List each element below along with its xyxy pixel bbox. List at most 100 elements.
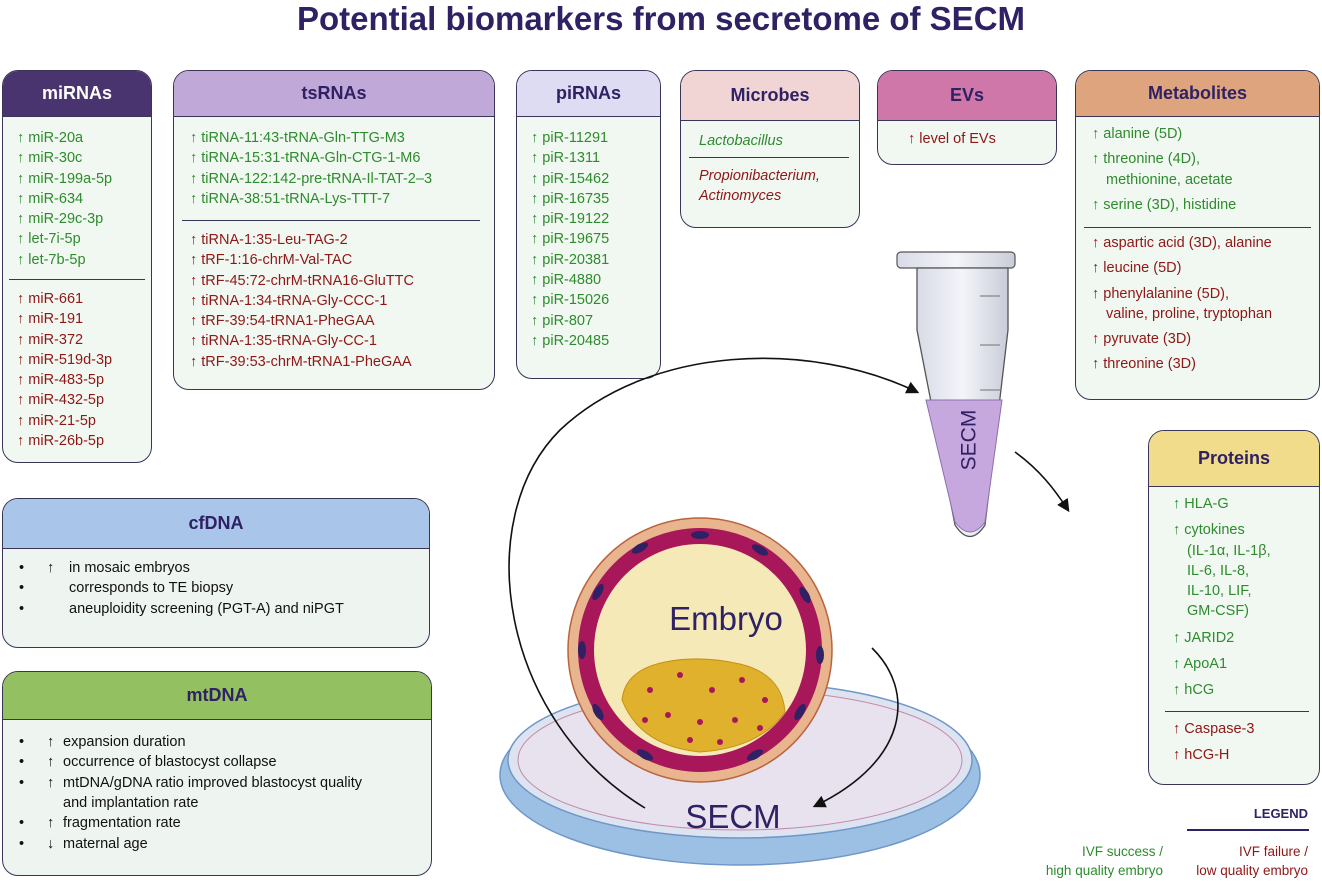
legend: LEGEND IVF success /high quality embryo … [1010, 800, 1320, 890]
microbes-success-list: Lactobacillus [699, 131, 859, 151]
bullet-dot: • [19, 580, 25, 597]
mtdna-item-text: expansion duration [63, 734, 186, 750]
mirnas-box: miRNAs ↑ miR-20a ↑ miR-30c ↑ miR-199a-5p ↑ … [2, 70, 152, 463]
bullet-dot: • [19, 734, 25, 750]
mirnas-success-list: ↑ miR-20a↑ miR-30c↑ miR-199a-5p↑ miR-634… [17, 128, 151, 270]
mirna-item: ↑ miR-372 [17, 331, 84, 348]
page-title: Potential biomarkers from secretome of S… [296, 0, 1026, 37]
mirna-item: ↑ miR-21-5p [17, 412, 96, 429]
mtdna-item: •↑expansion duration [3, 732, 431, 752]
trend-arrow: ↓ [47, 835, 55, 852]
cfdna-item: •↑in mosaic embryos [3, 558, 429, 578]
mtdna-item: •↑mtDNA/gDNA ratio improved blastocyst q… [3, 773, 431, 814]
protein-item: ↑ ApoA1 [1173, 654, 1319, 674]
embryo-label: Embryo [669, 600, 783, 637]
trend-arrow: ↑ [47, 560, 55, 576]
trend-arrow: ↑ [47, 815, 55, 832]
mirnas-divider [9, 279, 145, 281]
cfdna-box: cfDNA •↑in mosaic embryos•corresponds to… [2, 498, 430, 648]
protein-item: ↑ Caspase-3 [1173, 719, 1319, 739]
pirna-item: ↑ piR-11291 [531, 130, 609, 146]
mirna-item: ↑ miR-483-5p [17, 372, 105, 389]
protein-item: ↑ cytokines (IL-1α, IL-1β, IL-6, IL-8, IL-1… [1173, 520, 1319, 621]
metabolite-item-line: ↑ phenylalanine (5D), [1092, 285, 1230, 302]
metabolite-item-line: ↑ alanine (5D) [1092, 126, 1183, 142]
bullet-dot: • [19, 815, 25, 832]
mtdna-item: • ↓ maternal age [3, 834, 431, 854]
bullet-dot: • [19, 835, 25, 852]
tsrna-item: ↑ tiRNA-122:142-pre-tRNA-Il-TAT-2–3 [190, 170, 433, 187]
mirnas-failure-list: ↑ miR-661↑ miR-191↑ miR-372↑ miR-519d-3p… [17, 289, 151, 451]
metabolite-item-line: ↑ aspartic acid (3D), alanine [1092, 235, 1272, 251]
mirna-item: ↑ miR-199a-5p [17, 170, 113, 187]
dish-label: SECM [685, 798, 780, 835]
cfdna-item-text: corresponds to TE biopsy [69, 580, 234, 597]
protein-item: ↑ hCG-H [1173, 745, 1319, 765]
mtdna-item-text: fragmentation rate [63, 815, 181, 832]
protein-item-line: ↑ Caspase-3 [1173, 721, 1255, 737]
pirna-item: ↑ piR-4880 [531, 272, 602, 289]
tsrna-item: ↑ tiRNA-38:51-tRNA-Lys-TTT-7 [190, 190, 391, 207]
proteins-divider [1165, 711, 1309, 713]
mirna-item: ↑ let-7i-5p [17, 231, 81, 248]
tsrna-item: ↑ tiRNA-1:35-tRNA-Gly-CC-1 [190, 333, 377, 350]
evs-box: EVs ↑ level of EVs [877, 70, 1057, 165]
pirnas-box: piRNAs ↑ piR-11291↑ piR-1311↑ piR-15462↑… [516, 70, 661, 379]
legend-success-text: IVF success / [1081, 844, 1163, 859]
pirna-item: ↑ piR-20381 [531, 251, 610, 268]
protein-item-line: IL-10, LIF, [1187, 583, 1252, 600]
microbe-item: Lactobacillus [699, 133, 783, 149]
legend-success-text: high quality embryo [1045, 863, 1163, 878]
protein-item-line: (IL-1α, IL-1β, [1187, 542, 1271, 559]
bullet-dot: • [19, 600, 25, 617]
pirna-item: ↑ piR-15026 [531, 292, 610, 309]
tsrna-item: ↑ tRF-39:53-chrM-tRNA1-PheGAA [190, 353, 412, 370]
proteins-failure-list: ↑ Caspase-3 ↑ hCG-H [1173, 719, 1319, 772]
mirnas-header: miRNAs [3, 71, 151, 117]
metabolite-item-line: ↑ threonine (4D), [1092, 151, 1200, 168]
mtdna-item-text: maternal age [63, 835, 148, 852]
tsrna-item: ↑ tiRNA-15:31-tRNA-Gln-CTG-1-M6 [190, 150, 421, 167]
pirnas-header: piRNAs [517, 71, 660, 117]
legend-title: LEGEND [1253, 806, 1308, 821]
metabolites-success-list: ↑ alanine (5D)↑ threonine (4D),methionin… [1092, 124, 1319, 220]
mtdna-box: mtDNA •↑expansion duration•↑occurrence o… [2, 671, 432, 876]
metabolites-divider [1084, 227, 1311, 229]
pirna-item: ↑ piR-807 [531, 312, 594, 329]
metabolites-box: Metabolites ↑ alanine (5D)↑ threonine (4… [1075, 70, 1320, 400]
mirna-item: ↑ miR-30c [17, 150, 83, 167]
tsrnas-failure-list: ↑ tiRNA-1:35-Leu-TAG-2↑ tRF-1:16-chrM-Va… [190, 230, 494, 372]
pirna-item: ↑ piR-16735 [531, 190, 610, 207]
mirna-item: ↑ miR-432-5p [17, 392, 105, 409]
pirnas-success-list: ↑ piR-11291↑ piR-1311↑ piR-15462↑ piR-16… [531, 128, 660, 351]
metabolites-failure-list: ↑ aspartic acid (3D), alanine ↑ leucine (… [1092, 233, 1319, 380]
metabolite-item: ↑ leucine (5D) [1092, 258, 1319, 278]
mirna-item: ↑ miR-661 [17, 291, 84, 307]
legend-failure-text: IVF failure / [1238, 844, 1308, 859]
protein-item-line: ↑ JARID2 [1173, 629, 1235, 646]
microbes-header: Microbes [681, 71, 859, 121]
protein-item: ↑ HLA-G [1173, 494, 1319, 514]
mtdna-item-text: occurrence of blastocyst collapse [63, 754, 277, 771]
metabolite-item: ↑ serine (3D), histidine [1092, 195, 1319, 215]
mirna-item: ↑ miR-20a [17, 130, 84, 146]
microbes-divider [689, 157, 849, 159]
proteins-success-list: ↑ HLA-G ↑ cytokines (IL-1α, IL-1β, IL-6, IL… [1173, 494, 1319, 707]
mirna-item: ↑ miR-26b-5p [17, 433, 105, 450]
legend-success: IVF success / high quality embryo [1046, 842, 1163, 880]
pirna-item: ↑ piR-20485 [531, 332, 610, 349]
tsrna-item: ↑ tRF-1:16-chrM-Val-TAC [190, 252, 353, 269]
cfdna-item: • corresponds to TE biopsy [3, 578, 429, 598]
protein-item-line: GM-CSF) [1187, 603, 1250, 620]
proteins-box: Proteins ↑ HLA-G↑ cytokines(IL-1α, IL-1β… [1148, 430, 1320, 785]
mtdna-item-text: mtDNA/gDNA ratio improved blastocyst qua… [63, 774, 362, 811]
protein-item-line: ↑ hCG-H [1173, 747, 1230, 764]
tsrnas-divider [182, 220, 480, 222]
tsrnas-box: tsRNAs ↑ tiRNA-11:43-tRNA-Gln-TTG-M3↑ ti… [173, 70, 495, 390]
metabolite-item-line: ↑ serine (3D), histidine [1092, 196, 1237, 213]
protein-item-line: ↑ cytokines [1173, 522, 1245, 539]
mirna-item: ↑ miR-191 [17, 311, 84, 328]
metabolite-item-line: ↑ leucine (5D) [1092, 260, 1182, 277]
protein-item-line: IL-6, IL-8, [1187, 562, 1250, 579]
